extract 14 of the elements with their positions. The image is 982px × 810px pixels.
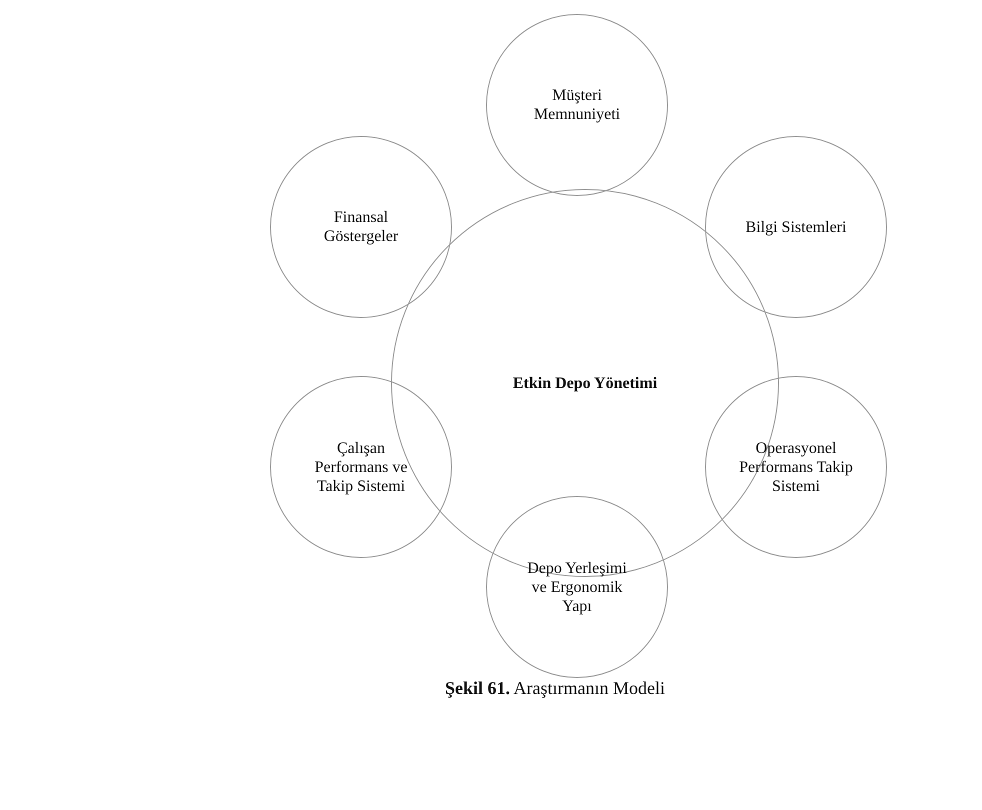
node-label: Depo Yerleşimi ve Ergonomik Yapı [526, 558, 628, 616]
node-label: Etkin Depo Yönetimi [512, 374, 658, 392]
node-label: Finansal Göstergeler [322, 208, 400, 246]
node-label: Bilgi Sistemleri [744, 218, 848, 236]
node-label: Müşteri Memnuniyeti [532, 86, 622, 124]
outer-circle [270, 136, 452, 318]
outer-circle [270, 376, 452, 558]
outer-circle [486, 14, 668, 196]
outer-circle [705, 136, 887, 318]
outer-circle [486, 496, 668, 678]
figure-caption: Şekil 61. Araştırmanın Modeli [445, 678, 665, 699]
node-label: Operasyonel Performans Takip Sistemi [738, 438, 854, 496]
outer-circle [705, 376, 887, 558]
node-label: Çalışan Performans ve Takip Sistemi [314, 438, 408, 496]
